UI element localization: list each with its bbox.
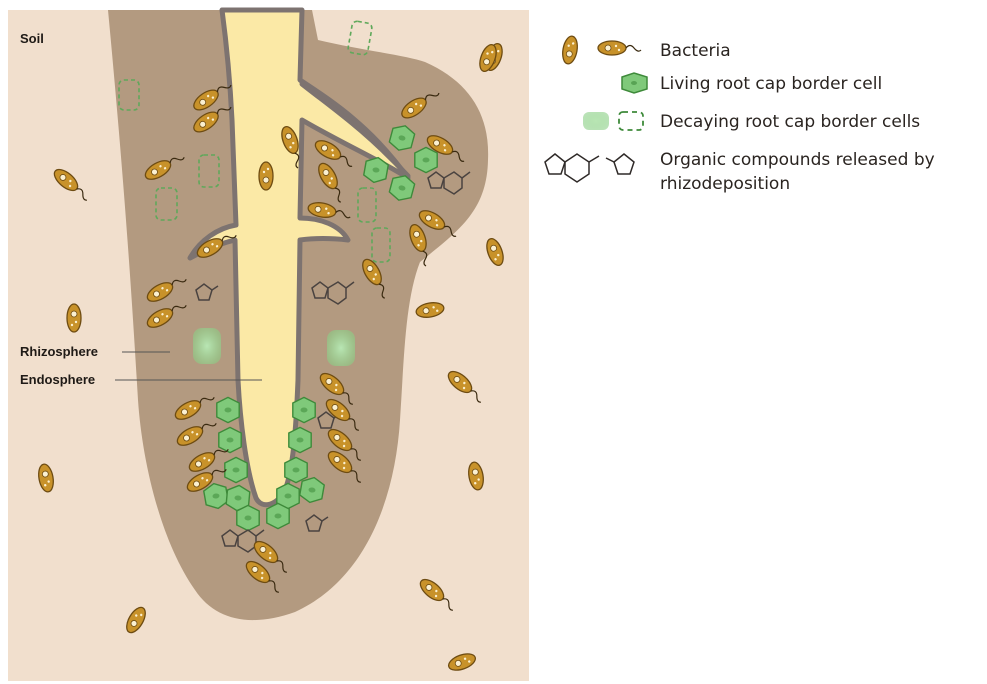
- legend: Bacteria Living root cap border cell Dec…: [545, 35, 935, 194]
- legend-living-cell-icon: [622, 73, 647, 93]
- legend-organic-compounds-icon: [545, 154, 634, 182]
- bacterium: [561, 35, 580, 65]
- legend-organic-compounds-label-line2: rhizodeposition: [660, 174, 790, 194]
- legend-decaying-cells-label: Decaying root cap border cells: [660, 112, 920, 132]
- legend-decaying-cells-icon: [583, 112, 643, 130]
- living-cell: [219, 427, 241, 452]
- living-cell: [237, 505, 259, 530]
- legend-bacteria-label: Bacteria: [660, 41, 731, 61]
- rhizosphere-label: Rhizosphere: [20, 344, 98, 359]
- endosphere-label: Endosphere: [20, 372, 95, 387]
- soil-label: Soil: [20, 31, 44, 46]
- legend-bacteria-icon: [561, 35, 641, 65]
- bacterium: [598, 41, 641, 55]
- living-cell: [217, 397, 239, 422]
- bacterium: [259, 162, 273, 190]
- living-cell: [285, 457, 307, 482]
- living-cell: [225, 457, 247, 482]
- legend-living-cell-label: Living root cap border cell: [660, 74, 882, 94]
- living-cell: [293, 397, 315, 422]
- legend-organic-compounds-label-line1: Organic compounds released by: [660, 150, 935, 170]
- bacterium: [67, 304, 81, 332]
- living-cell: [415, 147, 437, 172]
- living-cell: [267, 503, 289, 528]
- living-cell: [289, 427, 311, 452]
